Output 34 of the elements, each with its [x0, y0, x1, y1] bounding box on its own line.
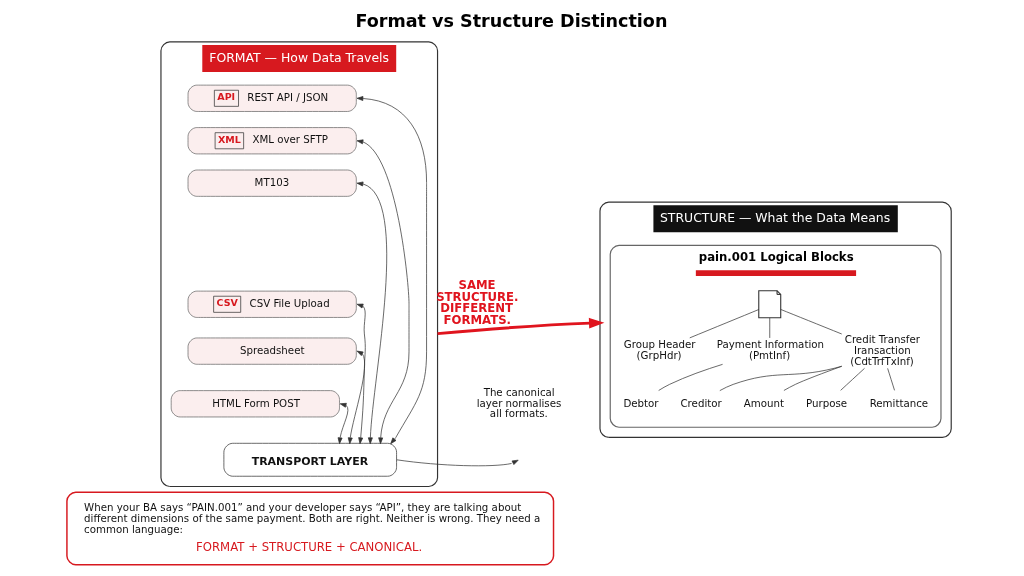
connector	[887, 367, 895, 391]
label: The canonical layer normalises all formats.	[476, 385, 562, 420]
arrow	[356, 139, 410, 445]
node-text: Creditor	[680, 396, 722, 409]
node-text: Purpose	[805, 396, 848, 409]
connector	[689, 309, 760, 339]
node-text: Debtor	[623, 396, 659, 409]
node-text: Remittance	[869, 396, 929, 409]
connector	[783, 365, 843, 391]
node-box: MT103	[187, 169, 357, 197]
arrow	[356, 181, 387, 445]
connector	[719, 365, 843, 391]
diagram-title: Format vs Structure Distinction	[355, 11, 668, 32]
connector	[769, 317, 771, 339]
arrow	[396, 459, 519, 467]
connector	[658, 363, 723, 391]
arrow	[356, 303, 366, 445]
connector	[780, 309, 843, 335]
arrow	[347, 350, 365, 445]
node-box: API REST API / JSON	[187, 84, 357, 112]
arrow	[437, 317, 605, 336]
node-text: Group Header (GrpHdr)	[623, 338, 696, 362]
node-text: Credit Transfer Iransaction (CdtTrfTxInf)	[844, 332, 920, 367]
node-box: Spreadsheet	[187, 337, 357, 365]
node-box: XML XML over SFTP	[187, 127, 357, 155]
node-box: When your BA says “PAIN.001” and your developer says “API”, they are talking about different dimensions of the same payment. Both are right. Neither is wrong. They need a common language: FORMAT + STRUCTURE + CANONICAL.	[66, 491, 555, 566]
node-box: HTML Form POST	[170, 390, 340, 418]
connector	[840, 367, 865, 391]
node-box: CSV CSV File Upload	[187, 290, 357, 318]
node-box: TRANSPORT LAYER	[223, 442, 397, 477]
node-text: Amount	[743, 396, 784, 409]
arrow	[356, 96, 427, 445]
node-text: Payment Information (PmtInf)	[716, 338, 825, 362]
arrow	[337, 402, 349, 445]
